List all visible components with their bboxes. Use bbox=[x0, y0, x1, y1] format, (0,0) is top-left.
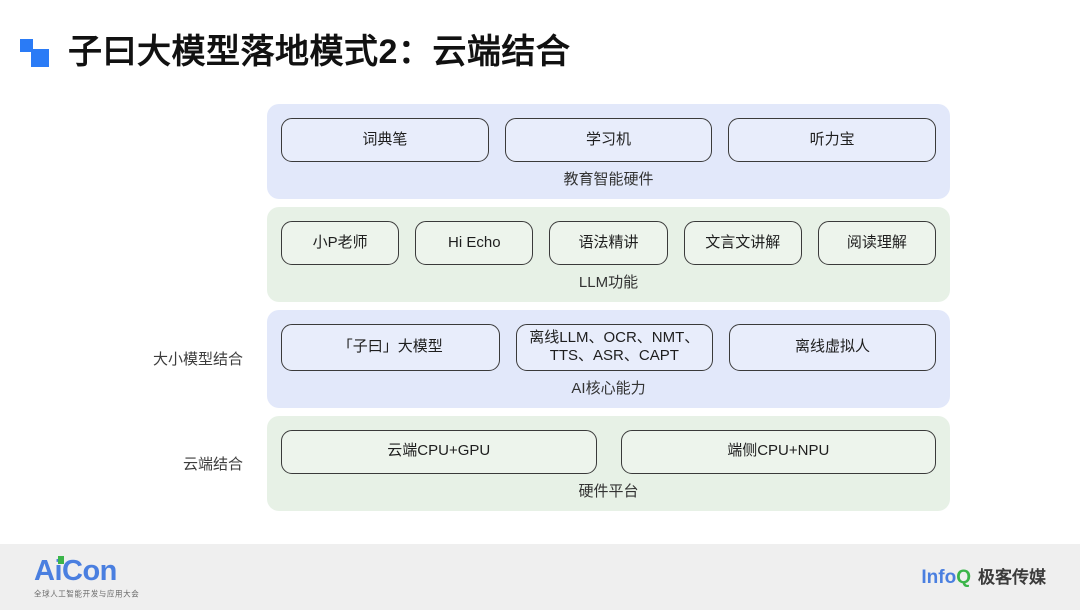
band-label: 硬件平台 bbox=[578, 482, 639, 500]
slide-header: 子曰大模型落地模式2：云端结合 bbox=[18, 26, 570, 78]
row-side-label: 云端结合 bbox=[182, 455, 243, 473]
diagram-row-llm-functions: 小P老师 Hi Echo 语法精讲 文言文讲解 阅读理解 LLM功能 bbox=[0, 207, 1080, 302]
slide-footer: AiCon 全球人工智能开发与应用大会 InfoQ 极客传媒 bbox=[0, 544, 1080, 610]
aicon-dot-icon bbox=[58, 555, 64, 564]
infoq-logo: InfoQ 极客传媒 bbox=[921, 568, 1046, 587]
architecture-diagram: 词典笔 学习机 听力宝 教育智能硬件 小P老师 Hi Echo 语法精讲 文言文… bbox=[0, 104, 1080, 519]
logo-square-small bbox=[20, 39, 33, 52]
pill-item[interactable]: 文言文讲解 bbox=[683, 221, 802, 265]
logo-square-large bbox=[31, 49, 49, 67]
pill-item[interactable]: 语法精讲 bbox=[549, 221, 668, 265]
pill-item[interactable]: 小P老师 bbox=[281, 221, 400, 265]
diagram-row-ai-core: 大小模型结合 「子曰」大模型 离线LLM、OCR、NMT、TTS、ASR、CAP… bbox=[0, 310, 1080, 408]
band-llm-functions: 小P老师 Hi Echo 语法精讲 文言文讲解 阅读理解 LLM功能 bbox=[267, 207, 950, 302]
infoq-info-text: Info bbox=[921, 566, 957, 588]
diagram-row-education-hardware: 词典笔 学习机 听力宝 教育智能硬件 bbox=[0, 104, 1080, 199]
blue-squares-logo-icon bbox=[18, 35, 52, 69]
pill-item[interactable]: Hi Echo bbox=[415, 221, 534, 265]
row-side-label: 大小模型结合 bbox=[152, 351, 243, 369]
diagram-row-hardware-platform: 云端结合 云端CPU+GPU 端侧CPU+NPU 硬件平台 bbox=[0, 415, 1080, 511]
pill-item[interactable]: 离线虚拟人 bbox=[728, 324, 936, 371]
pill-row: 「子曰」大模型 离线LLM、OCR、NMT、TTS、ASR、CAPT 离线虚拟人 bbox=[281, 324, 936, 371]
infoq-q-text: Q bbox=[956, 566, 971, 588]
pill-item[interactable]: 离线LLM、OCR、NMT、TTS、ASR、CAPT bbox=[515, 324, 713, 371]
pill-row: 云端CPU+GPU 端侧CPU+NPU bbox=[281, 429, 936, 474]
band-label: LLM功能 bbox=[578, 274, 639, 291]
pill-item[interactable]: 「子曰」大模型 bbox=[281, 324, 500, 371]
pill-item[interactable]: 端侧CPU+NPU bbox=[620, 429, 936, 474]
infoq-chinese-text: 极客传媒 bbox=[978, 567, 1046, 587]
aicon-wordmark-text: AiCon bbox=[34, 554, 117, 587]
pill-item[interactable]: 听力宝 bbox=[728, 118, 937, 162]
aicon-subtitle: 全球人工智能开发与应用大会 bbox=[34, 588, 140, 599]
band-education-hardware: 词典笔 学习机 听力宝 教育智能硬件 bbox=[267, 104, 950, 199]
pill-item[interactable]: 阅读理解 bbox=[817, 221, 937, 265]
pill-item[interactable]: 云端CPU+GPU bbox=[281, 429, 597, 474]
band-hardware-platform: 云端CPU+GPU 端侧CPU+NPU 硬件平台 bbox=[267, 415, 950, 511]
page-title: 子曰大模型落地模式2：云端结合 bbox=[68, 33, 571, 71]
aicon-wordmark: AiCon bbox=[34, 554, 117, 587]
pill-item[interactable]: 词典笔 bbox=[281, 118, 489, 162]
band-ai-core: 「子曰」大模型 离线LLM、OCR、NMT、TTS、ASR、CAPT 离线虚拟人… bbox=[267, 310, 950, 408]
pill-row: 小P老师 Hi Echo 语法精讲 文言文讲解 阅读理解 bbox=[281, 221, 937, 265]
band-label: 教育智能硬件 bbox=[563, 171, 654, 188]
aicon-logo: AiCon 全球人工智能开发与应用大会 bbox=[34, 554, 140, 599]
infoq-wordmark: InfoQ bbox=[921, 568, 971, 587]
pill-item[interactable]: 学习机 bbox=[504, 118, 713, 162]
band-label: AI核心能力 bbox=[571, 379, 646, 397]
pill-row: 词典笔 学习机 听力宝 bbox=[281, 118, 937, 162]
